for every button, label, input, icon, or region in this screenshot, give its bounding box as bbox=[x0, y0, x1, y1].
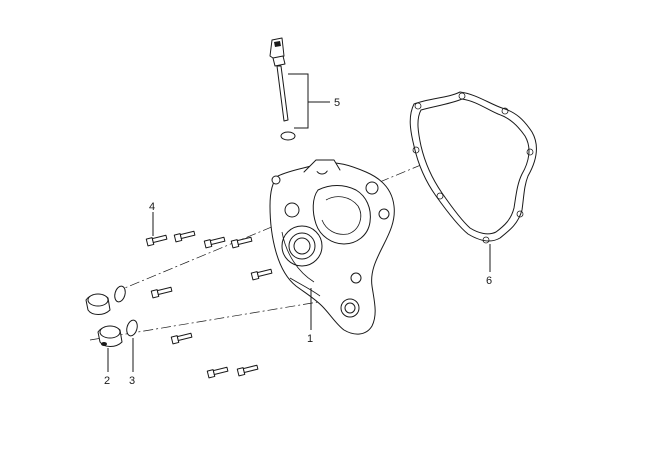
bolt bbox=[230, 236, 253, 249]
assembly-axis-line bbox=[119, 129, 506, 291]
dipstick-part-5[interactable] bbox=[269, 37, 296, 141]
bolt bbox=[150, 286, 173, 299]
callout-2: 2 bbox=[104, 375, 110, 387]
bolt bbox=[250, 268, 273, 281]
bolt bbox=[170, 332, 193, 345]
bolt-group-part-4[interactable] bbox=[145, 230, 273, 379]
callout-4: 4 bbox=[149, 201, 155, 213]
leader-line-5 bbox=[288, 73, 330, 129]
callout-5: 5 bbox=[334, 97, 340, 109]
bolt bbox=[236, 364, 259, 377]
gasket-part-6[interactable] bbox=[409, 91, 537, 244]
cover-part-1[interactable] bbox=[269, 159, 395, 335]
bolt bbox=[206, 366, 229, 379]
dipstick-o-ring bbox=[280, 131, 296, 141]
bolt bbox=[173, 230, 196, 243]
callout-1: 1 bbox=[307, 333, 313, 345]
callout-3: 3 bbox=[129, 375, 135, 387]
bolt bbox=[203, 236, 226, 249]
plug-part-2[interactable] bbox=[85, 293, 123, 347]
plug-axis-line bbox=[89, 299, 331, 341]
o-ring-part-3[interactable] bbox=[113, 285, 139, 337]
bolt bbox=[145, 234, 168, 247]
callout-6: 6 bbox=[486, 275, 492, 287]
